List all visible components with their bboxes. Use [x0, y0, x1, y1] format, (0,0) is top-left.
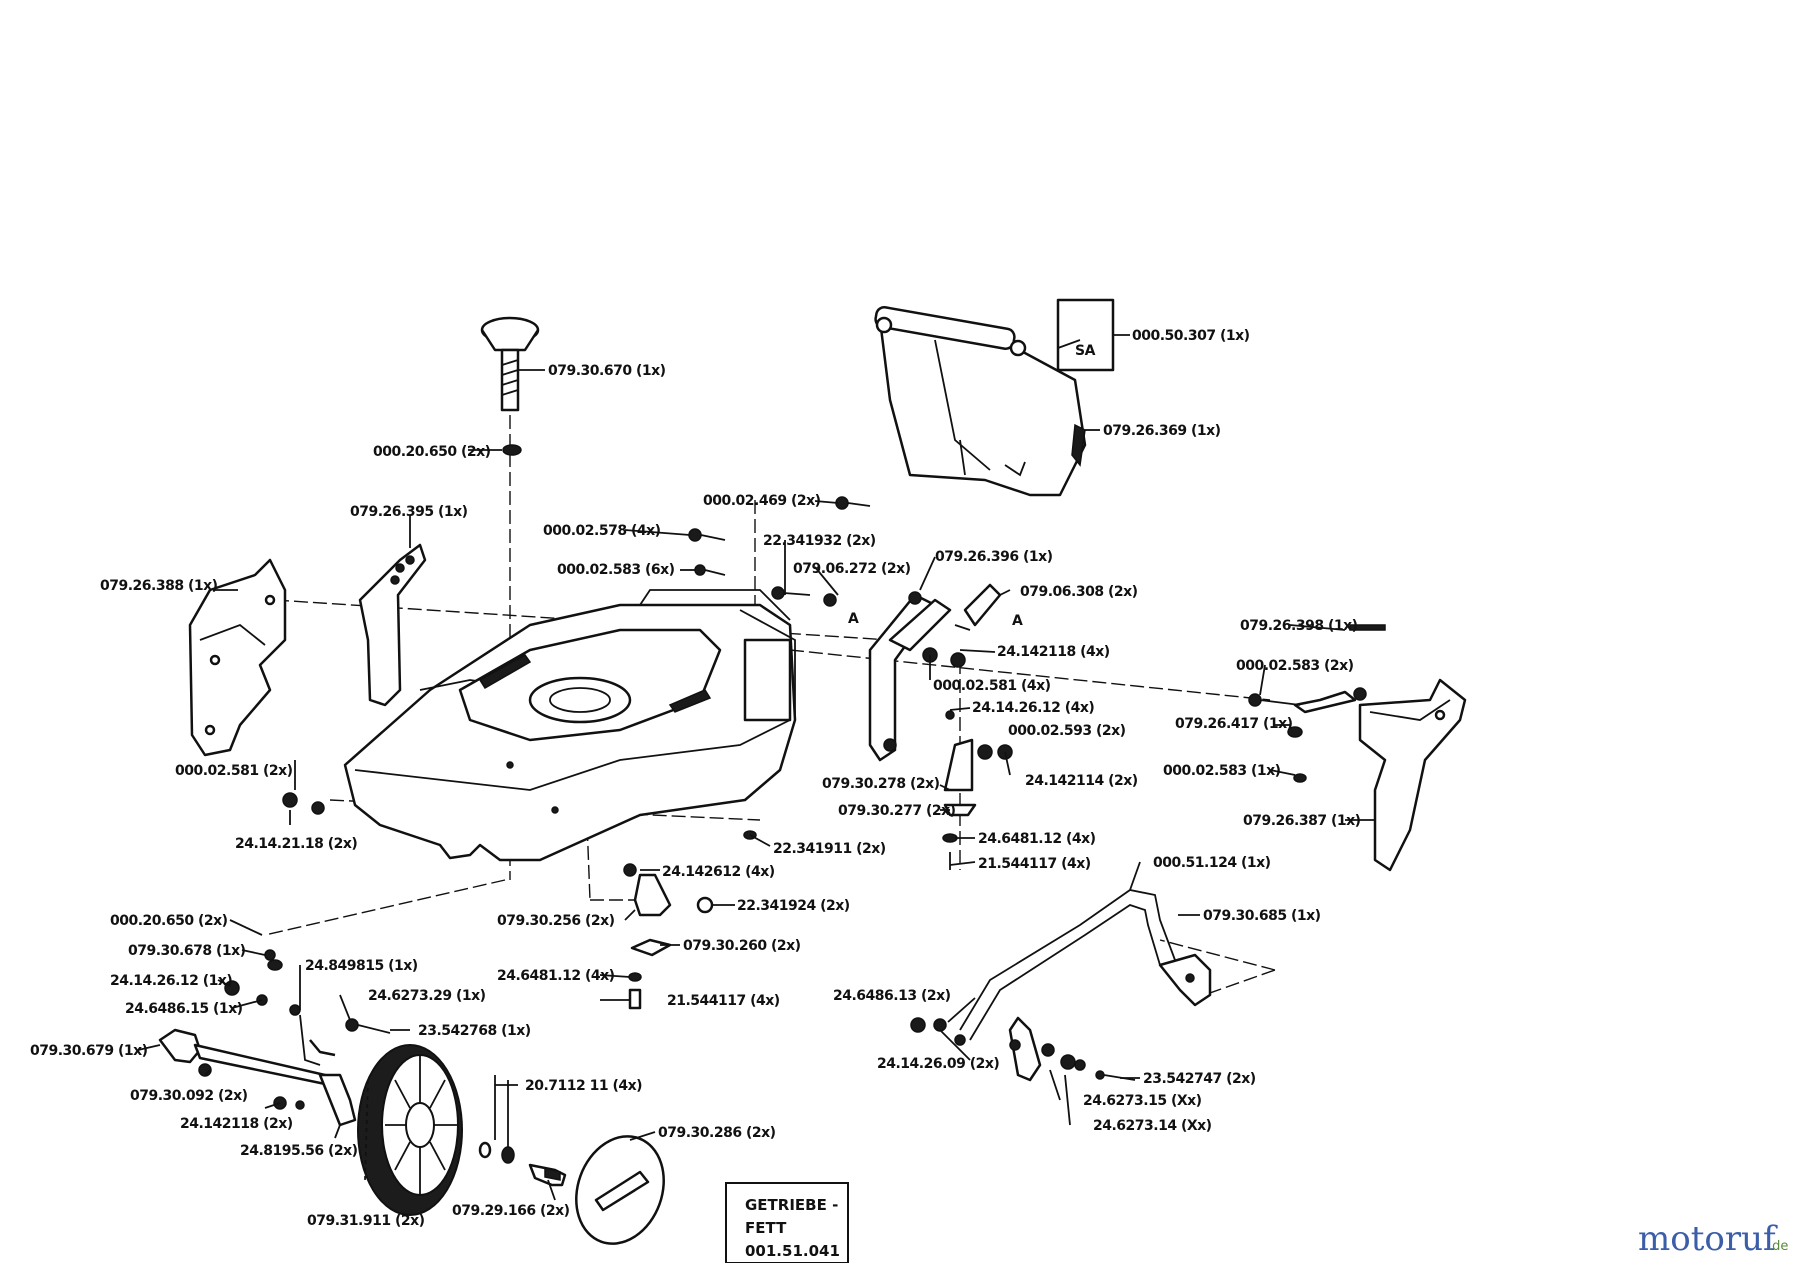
- label-000-02-593: 000.02.593 (2x): [1008, 723, 1126, 739]
- grass-catcher-bag: [874, 306, 1087, 497]
- label-000-02-583-a: 000.02.583 (6x): [557, 562, 675, 578]
- label-079-31-911: 079.31.911 (2x): [307, 1213, 425, 1229]
- label-22-341924: 22.341924 (2x): [737, 898, 850, 914]
- label-000-02-581-4x: 000.02.581 (4x): [933, 678, 1051, 694]
- a-marker-1: A: [848, 611, 859, 627]
- rear-bracket-left: [358, 543, 427, 707]
- grease-part-number: 001.51.041: [745, 1242, 840, 1260]
- label-000-20-650-bottom: 000.20.650 (2x): [110, 913, 228, 929]
- watermark-tld: .de: [1768, 1239, 1788, 1254]
- hub-cap: [575, 1135, 665, 1245]
- label-079-30-260: 079.30.260 (2x): [683, 938, 801, 954]
- label-000-02-578: 000.02.578 (4x): [543, 523, 661, 539]
- label-000-02-583-2x: 000.02.583 (2x): [1236, 658, 1354, 674]
- watermark-logo: motoruf .de: [1638, 1219, 1788, 1259]
- rear-flap-hinge: [868, 591, 952, 762]
- label-079-30-685: 079.30.685 (1x): [1203, 908, 1321, 924]
- mower-deck-housing: [343, 589, 797, 862]
- height-adjust-knob: [480, 316, 540, 456]
- label-23-542768: 23.542768 (1x): [418, 1023, 531, 1039]
- label-079-26-398: 079.26.398 (1x): [1240, 618, 1358, 634]
- clip-079-06-308: A A: [848, 583, 1024, 631]
- label-000-20-650-top: 000.20.650 (2x): [373, 444, 491, 460]
- label-079-26-417: 079.26.417 (1x): [1175, 716, 1293, 732]
- axle-bracket-center: [623, 863, 730, 1010]
- part-labels: 079.30.670 (1x) 000.20.650 (2x) 079.26.3…: [30, 328, 1361, 1229]
- label-23-542747: 23.542747 (2x): [1143, 1071, 1256, 1087]
- label-000-50-307: 000.50.307 (1x): [1132, 328, 1250, 344]
- sa-marker: SA: [1075, 343, 1096, 359]
- grease-line-1: GETRIEBE -: [745, 1196, 838, 1214]
- label-24-6486-13: 24.6486.13 (2x): [833, 988, 951, 1004]
- label-24-14-26-12-1x: 24.14.26.12 (1x): [110, 973, 232, 989]
- label-24-142118-2x: 24.142118 (2x): [180, 1116, 293, 1132]
- label-079-30-670: 079.30.670 (1x): [548, 363, 666, 379]
- label-21-544117-center: 21.544117 (4x): [667, 993, 780, 1009]
- label-24-6481-12-right: 24.6481.12 (4x): [978, 831, 1096, 847]
- label-24-6481-12-center: 24.6481.12 (4x): [497, 968, 615, 984]
- label-079-30-278: 079.30.278 (2x): [822, 776, 940, 792]
- label-079-26-396: 079.26.396 (1x): [935, 549, 1053, 565]
- label-079-29-166: 079.29.166 (2x): [452, 1203, 570, 1219]
- gear-grease-box: GETRIEBE - FETT 001.51.041: [725, 1182, 849, 1263]
- front-wheel: [357, 1044, 463, 1216]
- label-079-26-388: 079.26.388 (1x): [100, 578, 218, 594]
- label-000-02-583-1x: 000.02.583 (1x): [1163, 763, 1281, 779]
- label-079-30-679: 079.30.679 (1x): [30, 1043, 148, 1059]
- label-24-14-21-18-2x: 24.14.21.18 (2x): [235, 836, 357, 852]
- label-000-02-581-2x: 000.02.581 (2x): [175, 763, 293, 779]
- label-22-341932: 22.341932 (2x): [763, 533, 876, 549]
- label-079-26-387: 079.26.387 (1x): [1243, 813, 1361, 829]
- label-000-02-469: 000.02.469 (2x): [703, 493, 821, 509]
- grease-line-2: FETT: [745, 1219, 787, 1237]
- label-079-26-395: 079.26.395 (1x): [350, 504, 468, 520]
- label-24-6486-15: 24.6486.15 (1x): [125, 1001, 243, 1017]
- label-24-8195-56: 24.8195.56 (2x): [240, 1143, 358, 1159]
- label-24-142612: 24.142612 (4x): [662, 864, 775, 880]
- label-079-06-272: 079.06.272 (2x): [793, 561, 911, 577]
- left-side-cover: [188, 558, 287, 757]
- label-000-51-124: 000.51.124 (1x): [1153, 855, 1271, 871]
- label-24-14-26-12-4x: 24.14.26.12 (4x): [972, 700, 1094, 716]
- a-marker-2: A: [1012, 613, 1023, 629]
- push-handle: [910, 889, 1212, 1082]
- right-side-cover: [1293, 624, 1467, 872]
- label-079-30-277: 079.30.277 (2x): [838, 803, 956, 819]
- label-079-06-308: 079.06.308 (2x): [1020, 584, 1138, 600]
- label-24-6273-15: 24.6273.15 (Xx): [1083, 1093, 1202, 1109]
- label-24-6273-29: 24.6273.29 (1x): [368, 988, 486, 1004]
- label-079-30-286: 079.30.286 (2x): [658, 1125, 776, 1141]
- label-22-341911: 22.341911 (2x): [773, 841, 886, 857]
- label-079-30-678: 079.30.678 (1x): [128, 943, 246, 959]
- label-24-14-26-09: 24.14.26.09 (2x): [877, 1056, 999, 1072]
- watermark-text: motoruf: [1638, 1219, 1778, 1259]
- label-24-142114: 24.142114 (2x): [1025, 773, 1138, 789]
- sa-sticker: SA: [1056, 298, 1115, 372]
- label-079-26-369: 079.26.369 (1x): [1103, 423, 1221, 439]
- label-24-142118-4x: 24.142118 (4x): [997, 644, 1110, 660]
- label-24-849815: 24.849815 (1x): [305, 958, 418, 974]
- wheel-hardware: [478, 1075, 567, 1187]
- label-20-7112-11: 20.7112 11 (4x): [525, 1078, 642, 1094]
- label-24-6273-14: 24.6273.14 (Xx): [1093, 1118, 1212, 1134]
- label-21-544117-right: 21.544117 (4x): [978, 856, 1091, 872]
- label-079-30-092: 079.30.092 (2x): [130, 1088, 248, 1104]
- label-079-30-256: 079.30.256 (2x): [497, 913, 615, 929]
- leader-lines: [137, 334, 1375, 1201]
